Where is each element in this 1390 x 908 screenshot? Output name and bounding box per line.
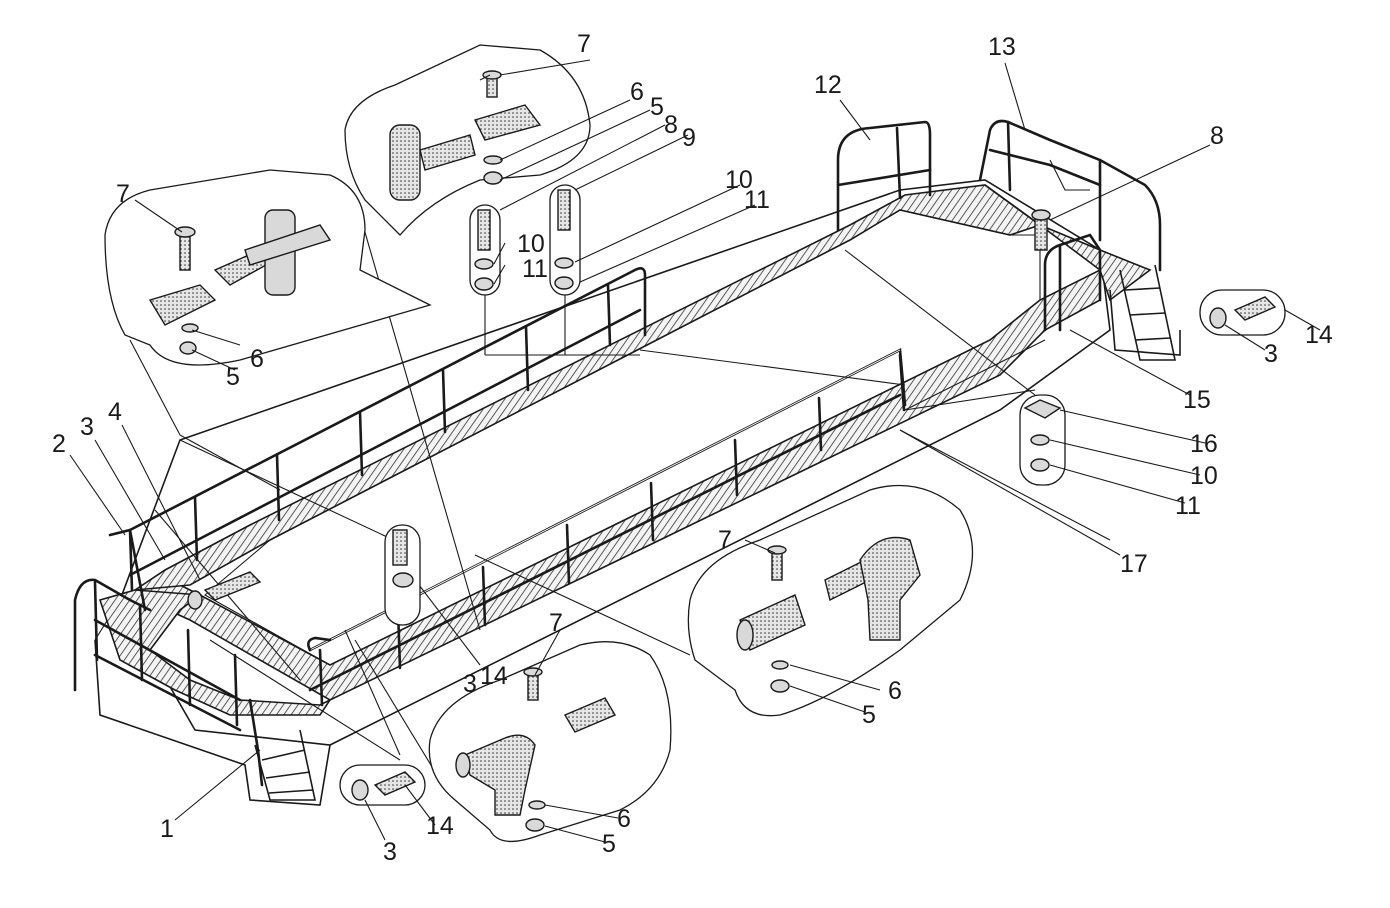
label-14-right: 14 <box>1305 321 1333 349</box>
detail-bubble-top <box>344 44 591 236</box>
label-10-top: 10 <box>725 166 753 194</box>
pipe-stand-icon <box>389 124 421 201</box>
side-bolt-left <box>187 571 262 610</box>
side-bolt-bottom <box>339 764 426 806</box>
label-3-mid: 3 <box>463 670 477 698</box>
detail-bubble-left <box>104 169 432 366</box>
label-14-mid: 14 <box>480 662 508 690</box>
label-8-top: 8 <box>664 111 678 139</box>
label-6-left: 6 <box>250 345 264 373</box>
label-11-top: 11 <box>744 186 770 214</box>
label-12: 12 <box>814 71 842 99</box>
label-15: 15 <box>1183 386 1211 414</box>
label-7-top: 7 <box>577 30 591 58</box>
bolt-stack-left <box>469 204 501 296</box>
label-11-right: 11 <box>1175 492 1201 520</box>
detail-bubble-right <box>687 484 974 717</box>
label-8-right: 8 <box>1210 122 1224 150</box>
washer-icon <box>181 323 199 333</box>
label-1: 1 <box>160 815 174 843</box>
label-10-right: 10 <box>1190 462 1218 490</box>
ladder-right <box>1109 264 1181 361</box>
label-13: 13 <box>988 33 1016 61</box>
label-16: 16 <box>1190 430 1218 458</box>
label-3-bottom: 3 <box>383 838 397 866</box>
part-labels: 1 2 3 4 7 6 5 7 6 5 8 9 10 11 10 11 12 1… <box>52 30 1333 866</box>
label-7-right: 7 <box>718 526 732 554</box>
label-2: 2 <box>52 430 66 458</box>
label-5-left: 5 <box>226 363 240 391</box>
label-4: 4 <box>108 398 122 426</box>
label-6-top: 6 <box>630 78 644 106</box>
pipe-clamp-icon <box>148 284 217 326</box>
label-17: 17 <box>1120 550 1148 578</box>
bolt-stack-middle <box>384 524 421 626</box>
label-11-mid: 11 <box>522 255 548 283</box>
label-5-right: 5 <box>862 701 876 729</box>
label-14-bottom: 14 <box>426 812 454 840</box>
bolt-stack-right <box>549 184 581 296</box>
label-5-bottom: 5 <box>602 830 616 858</box>
label-9: 9 <box>682 124 696 152</box>
side-bolt-right <box>1199 289 1286 336</box>
detail-bubble-bottom <box>428 641 672 842</box>
label-3-right: 3 <box>1264 340 1278 368</box>
ladder-left <box>248 698 316 801</box>
label-6-bottom: 6 <box>617 805 631 833</box>
label-10-mid: 10 <box>517 230 545 258</box>
label-leaders <box>69 59 1321 843</box>
label-5-top: 5 <box>650 93 664 121</box>
bolt-8 <box>1031 209 1051 251</box>
label-7-bottom: 7 <box>549 609 563 637</box>
label-3-left: 3 <box>80 413 94 441</box>
bolt-stack-right-end <box>1019 394 1066 486</box>
handrail-far <box>128 119 1162 592</box>
label-6-right: 6 <box>888 677 902 705</box>
nut-icon <box>179 341 197 355</box>
label-7-left: 7 <box>116 180 130 208</box>
handrail-near <box>307 233 1102 707</box>
handrail-left-end <box>73 528 242 732</box>
